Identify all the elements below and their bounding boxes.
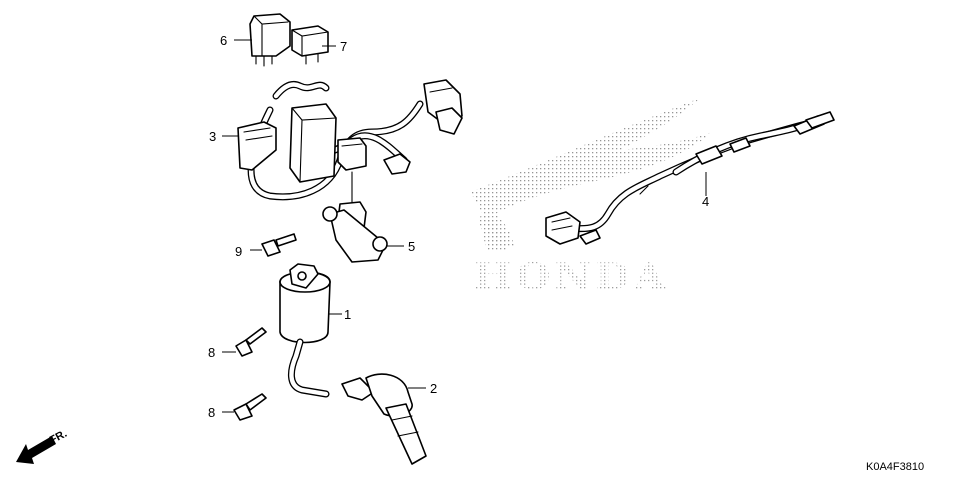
figure-code: K0A4F3810: [866, 461, 924, 473]
bolt-part-9[interactable]: [261, 233, 297, 257]
relay-part-7[interactable]: [291, 25, 329, 65]
direction-label: FR.: [48, 428, 69, 447]
honda-wordmark: HONDA: [474, 255, 669, 298]
bolt-part-8-lower[interactable]: [233, 393, 267, 421]
ignition-coil-part-1[interactable]: [279, 263, 331, 398]
bolt-part-8-upper[interactable]: [235, 327, 267, 357]
callout-5: 5: [408, 239, 415, 254]
arrow-down-left-icon: [16, 436, 56, 464]
callout-7: 7: [340, 39, 347, 54]
sub-wire-harness[interactable]: [237, 79, 463, 201]
sensor-part-5[interactable]: [322, 171, 388, 263]
callout-3: 3: [209, 129, 216, 144]
relay-part-6[interactable]: [249, 13, 291, 67]
front-direction-indicator: FR.: [16, 428, 69, 464]
callout-4: 4: [702, 194, 709, 209]
callout-8-lower: 8: [208, 405, 215, 420]
honda-wing-logo: HONDA: [470, 98, 712, 297]
callout-labels: 6 7 3 4 5 9 1 8 8 2: [208, 33, 709, 420]
callout-6: 6: [220, 33, 227, 48]
leader-lines: [222, 39, 707, 413]
spark-plug-cap-part-2[interactable]: [341, 373, 427, 465]
callout-1: 1: [344, 307, 351, 322]
callout-9: 9: [235, 244, 242, 259]
callout-2: 2: [430, 381, 437, 396]
main-wire-harness-part-4[interactable]: [545, 111, 835, 245]
callout-8-upper: 8: [208, 345, 215, 360]
